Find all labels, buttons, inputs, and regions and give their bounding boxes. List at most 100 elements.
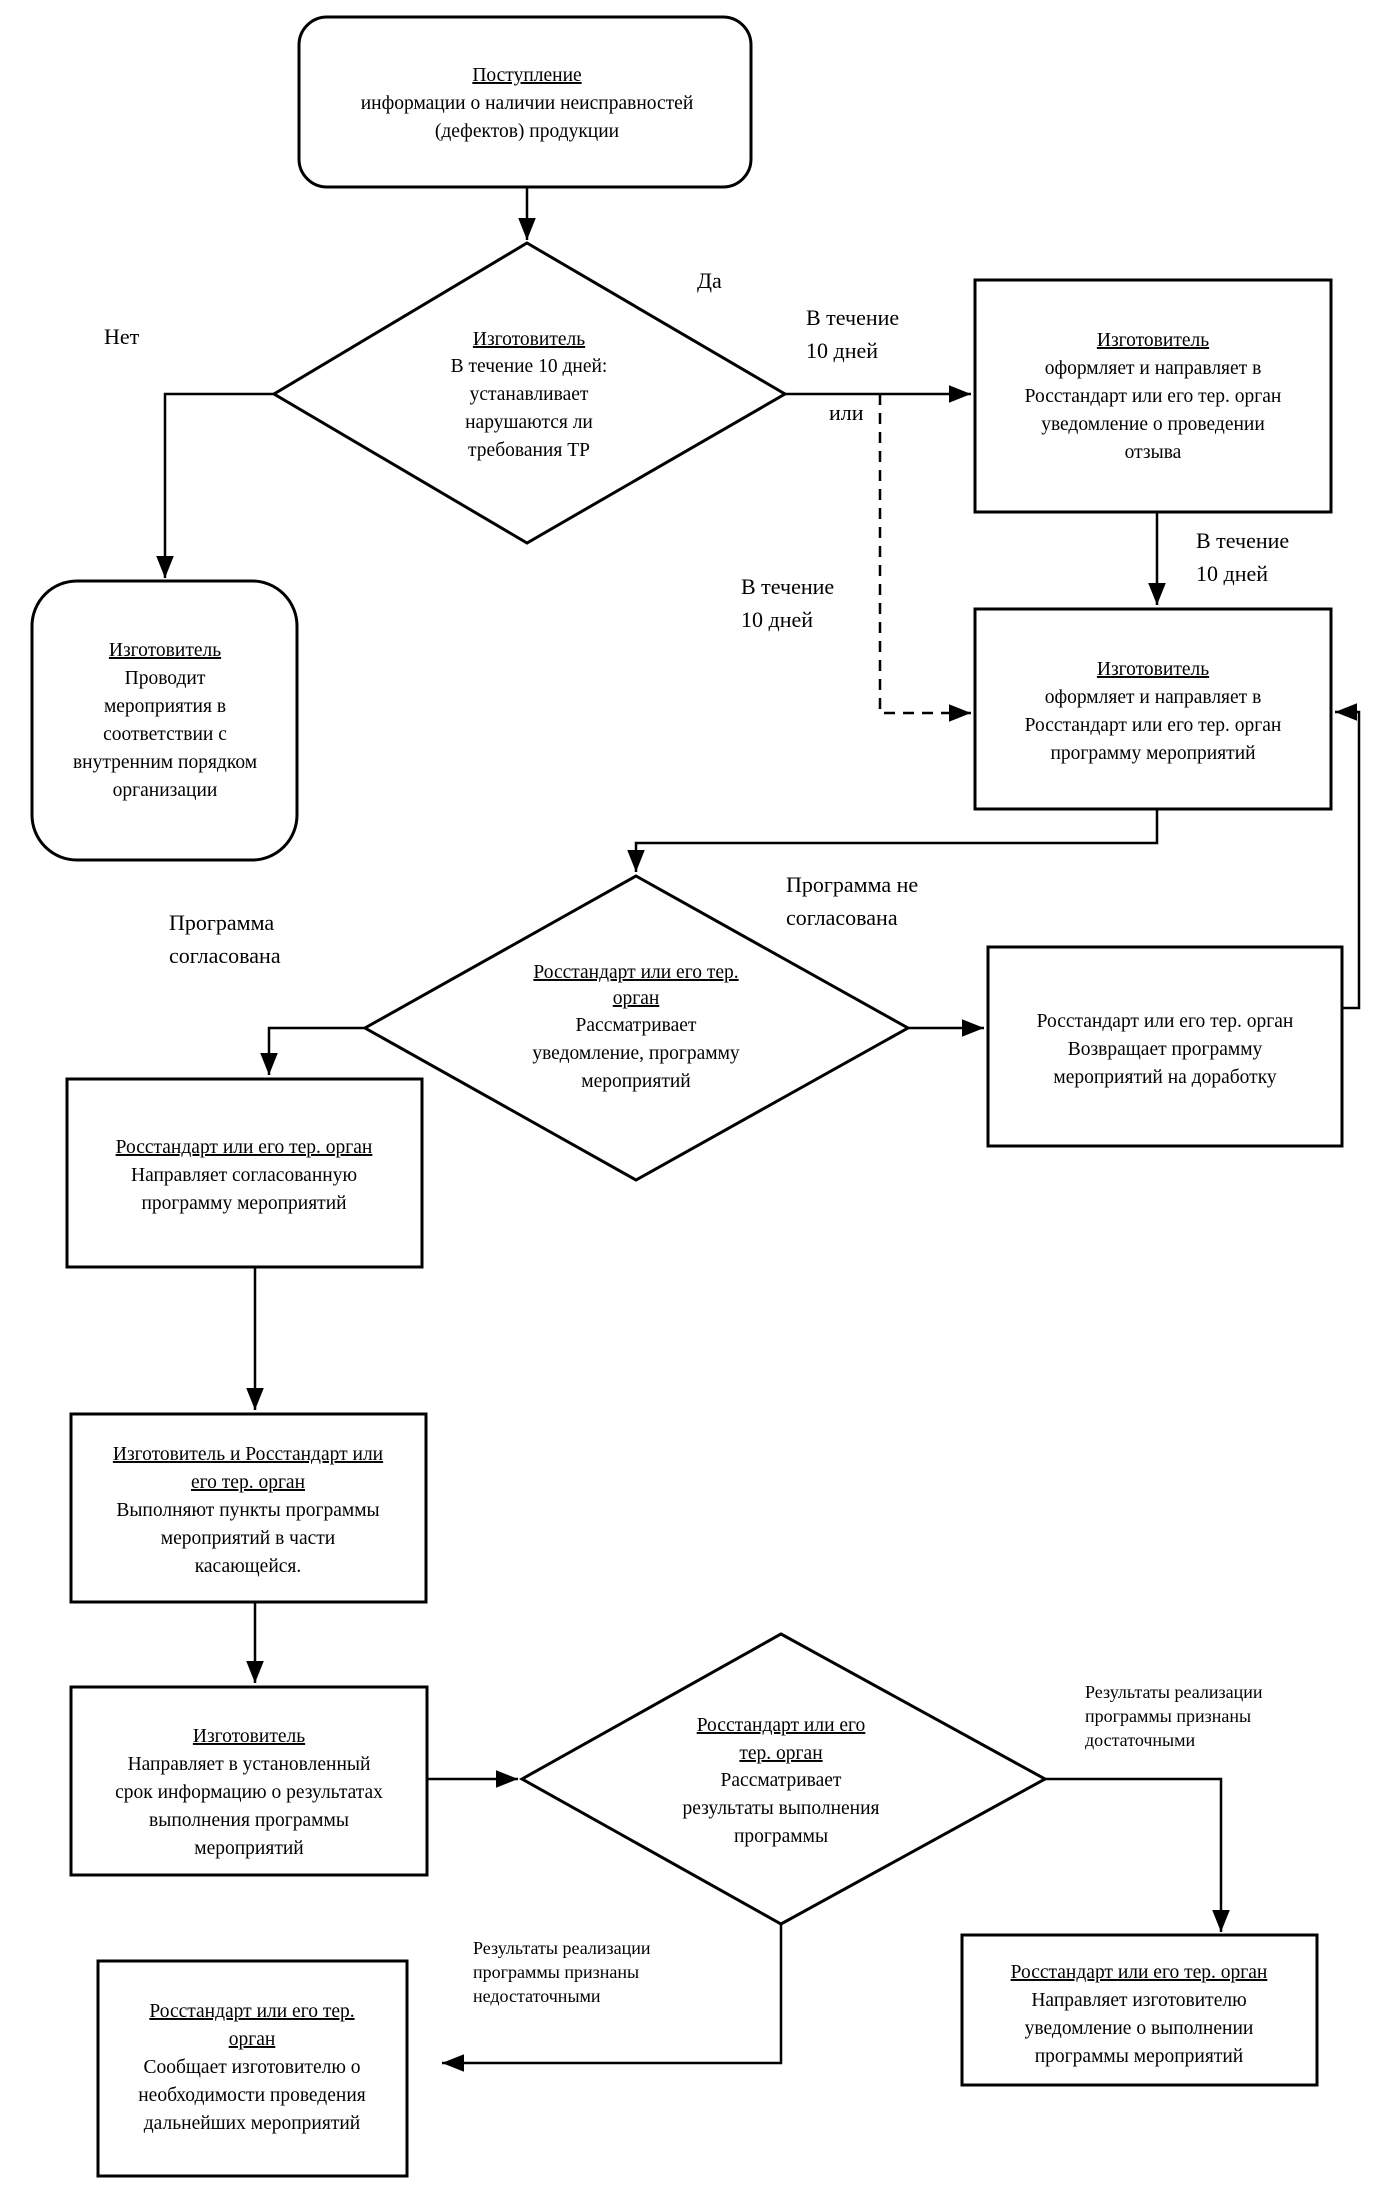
execute-program-line-3: касающейся. — [195, 1556, 302, 1577]
arrow-review-approved — [260, 1026, 365, 1075]
further-measures-title-2: орган — [229, 2029, 276, 2050]
label-program-not-approved-1: Программа не — [786, 872, 918, 897]
return-program-line-3: мероприятий на доработку — [1053, 1067, 1277, 1088]
label-within-10-days-top-1: В течение — [806, 305, 899, 330]
notify-recall-line-1: оформляет и направляет в — [1045, 358, 1262, 379]
execute-program-line-1: Выполняют пункты программы — [116, 1500, 379, 1521]
further-measures-title-1: Росстандарт или его тер. — [149, 2001, 354, 2022]
internal-measures-line-5: организации — [113, 780, 218, 801]
node-review-results: Росстандарт или его тер. орган Рассматри… — [518, 1632, 1049, 1926]
label-no: Нет — [104, 324, 140, 349]
label-program-approved-1: Программа — [169, 910, 274, 935]
completion-notice-line-3: программы мероприятий — [1035, 2046, 1243, 2067]
send-program-line-3: программу мероприятий — [1050, 743, 1255, 764]
further-measures-line-1: Сообщает изготовителю о — [143, 2057, 360, 2078]
review-program-line-3: мероприятий — [581, 1071, 690, 1092]
label-results-insufficient-1: Результаты реализации — [473, 1938, 651, 1958]
review-results-line-1: Рассматривает — [721, 1770, 842, 1791]
internal-measures-line-1: Проводит — [125, 668, 206, 689]
node-send-program: Изготовитель оформляет и направляет в Ро… — [973, 607, 1333, 811]
arrow-decision-no — [156, 392, 274, 578]
arrow-review-sufficient — [1045, 1777, 1230, 1932]
execute-program-title-1: Изготовитель и Росстандарт или — [113, 1444, 383, 1465]
node-start-line-1: информации о наличии неисправностей — [361, 93, 694, 114]
connectors — [156, 188, 1361, 2072]
label-within-10-days-top-2: 10 дней — [806, 338, 878, 363]
report-results-line-2: срок информацию о результатах — [115, 1782, 383, 1803]
label-yes: Да — [697, 268, 722, 293]
decision-manufacturer-line-4: требования ТР — [468, 440, 590, 461]
node-internal-measures: Изготовитель Проводит мероприятия в соот… — [30, 579, 299, 862]
review-results-title-2: тер. орган — [739, 1743, 822, 1764]
review-results-line-3: программы — [734, 1826, 828, 1847]
node-start-title: Поступление — [472, 65, 581, 86]
report-results-line-4: мероприятий — [194, 1838, 303, 1859]
review-results-title-1: Росстандарт или его — [697, 1715, 866, 1736]
label-within-10-days-left-1: В течение — [741, 574, 834, 599]
review-program-line-1: Рассматривает — [576, 1015, 697, 1036]
arrow-review-insufficient — [442, 1924, 783, 2072]
decision-manufacturer-line-2: устанавливает — [470, 384, 589, 405]
node-decision-manufacturer: Изготовитель В течение 10 дней: устанавл… — [271, 241, 788, 545]
further-measures-line-3: дальнейших мероприятий — [144, 2113, 360, 2134]
label-within-10-days-right-2: 10 дней — [1196, 561, 1268, 586]
return-program-line-2: Возвращает программу — [1068, 1039, 1263, 1060]
decision-manufacturer-title: Изготовитель — [473, 329, 585, 350]
node-return-program: Росстандарт или его тер. орган Возвращае… — [986, 945, 1344, 1148]
send-program-title: Изготовитель — [1097, 659, 1209, 680]
edge-labels: Да Нет В течение 10 дней или В течение 1… — [104, 268, 1289, 2006]
internal-measures-line-4: внутренним порядком — [73, 752, 257, 773]
notify-recall-line-4: отзыва — [1125, 442, 1182, 463]
notify-recall-line-2: Росстандарт или его тер. орган — [1025, 386, 1282, 407]
review-results-line-2: результаты выполнения — [682, 1798, 879, 1819]
approved-program-title: Росстандарт или его тер. орган — [116, 1137, 373, 1158]
node-further-measures: Росстандарт или его тер. орган Сообщает … — [96, 1959, 409, 2178]
completion-notice-line-2: уведомление о выполнении — [1025, 2018, 1254, 2039]
node-report-results: Изготовитель Направляет в установленный … — [69, 1685, 429, 1877]
internal-measures-title: Изготовитель — [109, 640, 221, 661]
label-results-insufficient-2: программы признаны — [473, 1962, 639, 1982]
arrow-or-dashed — [878, 394, 971, 722]
node-execute-program: Изготовитель и Росстандарт или его тер. … — [69, 1412, 428, 1604]
notify-recall-title: Изготовитель — [1097, 330, 1209, 351]
internal-measures-line-2: мероприятия в — [104, 696, 226, 717]
label-results-sufficient-3: достаточными — [1085, 1730, 1196, 1750]
label-within-10-days-left-2: 10 дней — [741, 607, 813, 632]
execute-program-title-2: его тер. орган — [191, 1472, 305, 1493]
node-completion-notice: Росстандарт или его тер. орган Направляе… — [960, 1933, 1319, 2087]
return-program-line-1: Росстандарт или его тер. орган — [1037, 1011, 1294, 1032]
decision-manufacturer-line-1: В течение 10 дней: — [451, 356, 608, 377]
node-approved-program: Росстандарт или его тер. орган Направляе… — [65, 1077, 424, 1269]
node-notify-recall: Изготовитель оформляет и направляет в Ро… — [973, 278, 1333, 514]
decision-manufacturer-line-3: нарушаются ли — [465, 412, 593, 433]
completion-notice-title: Росстандарт или его тер. орган — [1011, 1962, 1268, 1983]
node-review-program: Росстандарт или его тер. орган Рассматри… — [361, 874, 912, 1182]
arrow-program-to-review — [627, 810, 1159, 872]
label-results-sufficient-1: Результаты реализации — [1085, 1682, 1263, 1702]
execute-program-line-2: мероприятий в части — [161, 1528, 336, 1549]
approved-program-line-1: Направляет согласованную — [131, 1165, 357, 1186]
label-program-not-approved-2: согласована — [786, 905, 898, 930]
send-program-line-1: оформляет и направляет в — [1045, 687, 1262, 708]
node-start: Поступление информации о наличии неиспра… — [297, 15, 753, 189]
internal-measures-line-3: соответствии с — [103, 724, 227, 745]
review-program-line-2: уведомление, программу — [532, 1043, 740, 1064]
label-within-10-days-right-1: В течение — [1196, 528, 1289, 553]
report-results-title: Изготовитель — [193, 1726, 305, 1747]
report-results-line-1: Направляет в установленный — [128, 1754, 371, 1775]
send-program-line-2: Росстандарт или его тер. орган — [1025, 715, 1282, 736]
label-or: или — [829, 400, 864, 425]
completion-notice-line-1: Направляет изготовителю — [1031, 1990, 1246, 2011]
label-results-sufficient-2: программы признаны — [1085, 1706, 1251, 1726]
arrow-return-to-program — [1335, 703, 1361, 1010]
further-measures-line-2: необходимости проведения — [138, 2085, 366, 2106]
review-program-title-1: Росстандарт или его тер. — [533, 962, 738, 983]
report-results-line-3: выполнения программы — [149, 1810, 349, 1831]
node-start-line-2: (дефектов) продукции — [435, 121, 619, 142]
notify-recall-line-3: уведомление о проведении — [1041, 414, 1265, 435]
label-results-insufficient-3: недостаточными — [473, 1986, 601, 2006]
review-program-title-2: орган — [613, 988, 660, 1009]
label-program-approved-2: согласована — [169, 943, 281, 968]
approved-program-line-2: программу мероприятий — [141, 1193, 346, 1214]
